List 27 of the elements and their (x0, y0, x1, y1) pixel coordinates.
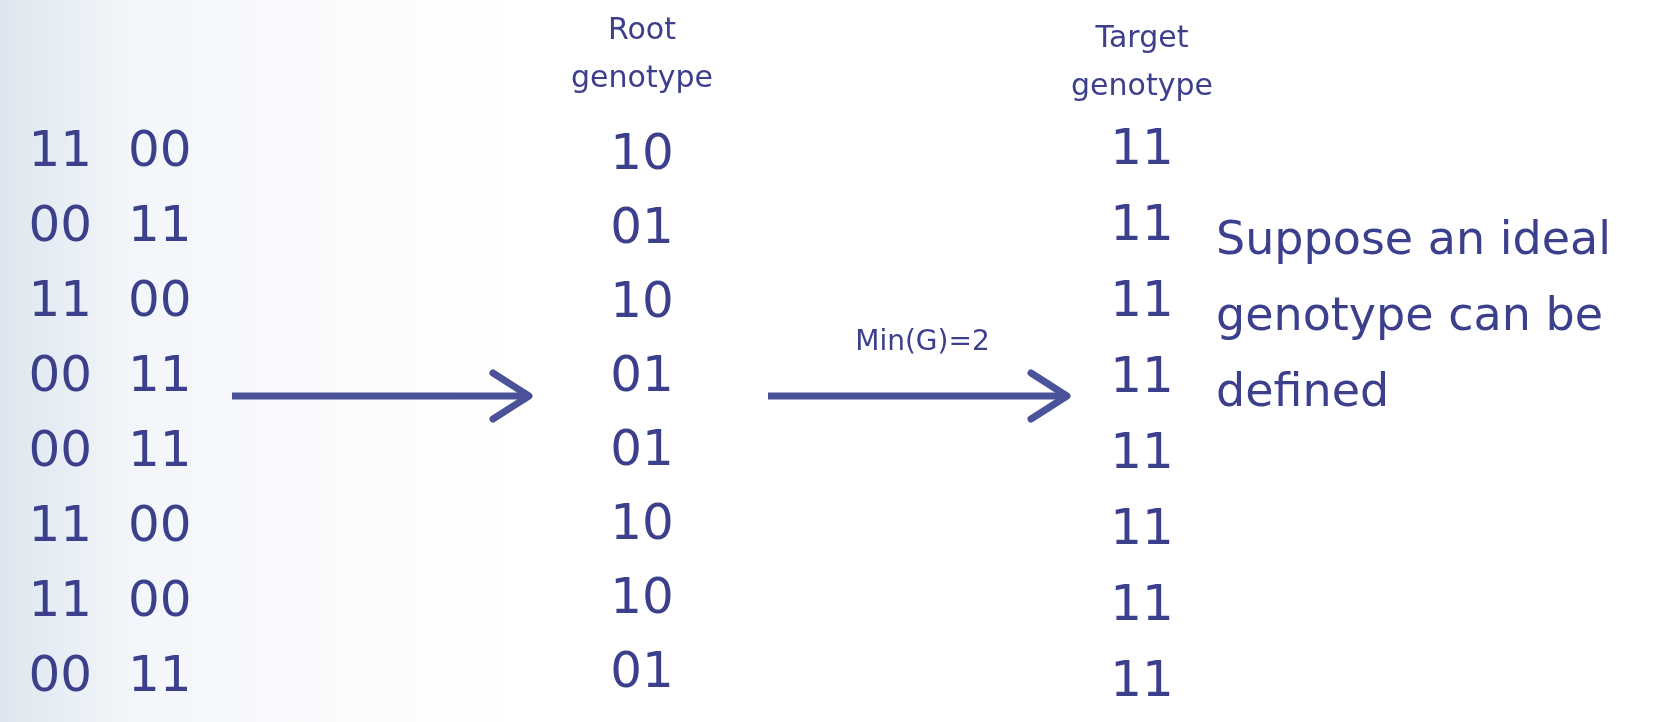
genotype-value: 01 (610, 640, 674, 701)
genotype-value: 10 (610, 566, 674, 627)
genotype-value: 00 11 (28, 344, 192, 405)
genotype-value: 00 11 (28, 419, 192, 480)
column-heading: Root genotype (570, 10, 714, 96)
genotype-value: 00 11 (28, 644, 192, 705)
genotype-value: 10 (610, 270, 674, 331)
genotype-value: 11 00 (28, 119, 192, 180)
genotype-value: 11 (1110, 421, 1174, 482)
genotype-value: 01 (610, 196, 674, 257)
genotype-value: 11 (1110, 193, 1174, 254)
genotype-value: 11 (1110, 269, 1174, 330)
genotype-value: 01 (610, 418, 674, 479)
genotype-value: 01 (610, 344, 674, 405)
genotype-value: 10 (610, 492, 674, 553)
genotype-value: 11 00 (28, 569, 192, 630)
column-heading: Target genotype (1070, 18, 1214, 104)
genotype-value: 11 (1110, 497, 1174, 558)
genotype-value: 11 (1110, 345, 1174, 406)
genotype-value: 11 (1110, 117, 1174, 178)
genotype-value: 11 00 (28, 269, 192, 330)
genotype-value: 11 (1110, 573, 1174, 634)
genotype-value: 11 (1110, 649, 1174, 710)
genotype-value: 11 00 (28, 494, 192, 555)
note-text: Suppose an ideal genotype can be defined (1216, 210, 1612, 419)
genotype-value: 10 (610, 122, 674, 183)
genotype-value: 00 11 (28, 194, 192, 255)
